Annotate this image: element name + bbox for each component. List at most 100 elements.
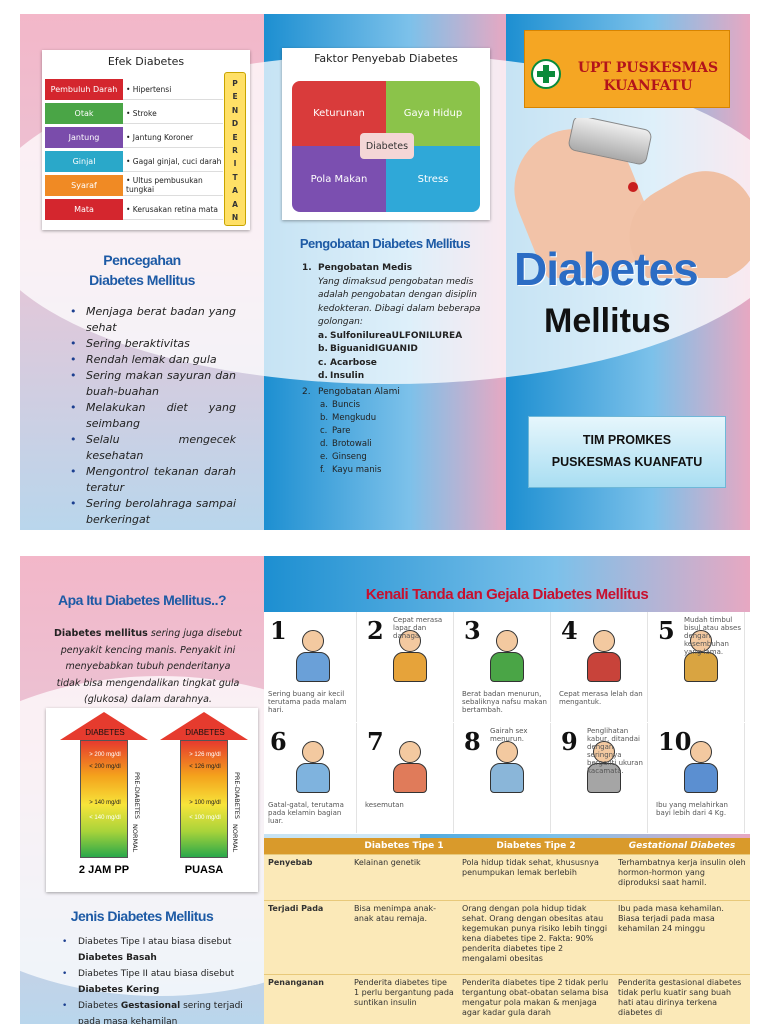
org-line1: UPT PUSKESMAS [577,60,719,76]
medis-title: Pengobatan Medis [318,263,413,273]
arrow-label: 2 JAM PP [78,864,130,876]
gejala-caption: Gatal-gatal, terutama pada kelamin bagia… [268,801,344,825]
gejala-caption: Penglihatan kabur, ditandai dengan serin… [587,727,643,775]
table-header [264,838,350,855]
penderitaan-letter: A [232,199,238,209]
arrow-head-icon [60,712,148,740]
cartoon-figure-icon [288,741,338,797]
jenis-item: Diabetes Tipe I atau biasa disebut Diabe… [60,934,256,966]
arrow-top: > 126 mg/dl [189,752,221,758]
cartoon-figure-icon [288,630,338,686]
penderitaan-letter: E [232,132,238,142]
alami-key: c. [320,426,328,436]
efek-effect: • Kerusakan retina mata [123,199,223,220]
org-header: UPT PUSKESMAS KUANFATU [524,30,730,108]
cartoon-figure-icon [385,741,435,797]
cartoon-figure-icon [676,630,726,686]
faktor-stress: Stress [386,146,480,212]
cartoon-figure-icon [676,741,726,797]
pengobatan-body: 1. Pengobatan Medis Yang dimaksud pengob… [302,262,482,477]
faktor-diagram: Faktor Penyebab Diabetes Keturunan Gaya … [282,48,490,220]
cartoon-figure-icon [482,741,532,797]
gejala-caption: Berat badan menurun, sebaliknya nafsu ma… [462,690,547,714]
gejala-caption: Cepat merasa lelah dan mengantuk. [559,690,643,706]
jenis-list: Diabetes Tipe I atau biasa disebut Diabe… [60,934,256,1024]
apa-text: Diabetes mellitus sering juga disebut pe… [54,626,242,709]
jenis-3-text: Diabetes [78,1001,121,1011]
medis-item: c.Acarbose [318,357,482,371]
jenis-3-bold: Gestasional [120,1001,181,1011]
table-cell: Orang dengan pola hidup tidak sehat. Ora… [458,900,614,975]
efek-effect: • Jantung Koroner [123,127,223,148]
table-cell: Ibu pada masa kehamilan. Biasa terjadi p… [614,900,750,975]
medis-desc: Yang dimaksud pengobatan medis adalah pe… [318,276,481,328]
gejala-number: 5 [658,616,675,645]
pencegahan-title-line2: Diabetes Mellitus [89,272,195,288]
gejala-title: Kenali Tanda dan Gejala Diabetes Mellitu… [365,586,649,603]
penderitaan-letter: E [232,92,238,102]
efek-organ: Ginjal [45,151,123,172]
alami-key: e. [320,452,328,462]
arrow-mid: < 200 mg/dl [89,764,121,770]
efek-title: Efek Diabetes [107,55,185,68]
medis-number: 1. [302,263,312,273]
cover-title-diabetes: Diabetes [514,243,699,295]
efek-effect: • Stroke [123,103,223,124]
pengobatan-title: Pengobatan Diabetes Mellitus [299,236,471,251]
brochure-inside: Apa Itu Diabetes Mellitus..? Diabetes me… [20,556,750,1024]
alami-key: f. [320,465,326,475]
table-cell: Penanganan [264,974,350,1024]
team-box: TIM PROMKES PUSKESMAS KUANFATU [528,416,726,488]
efek-organ: Pembuluh Darah [45,79,123,100]
alami-key: d. [320,439,329,449]
pencegahan-title: Pencegahan Diabetes Mellitus [20,250,264,290]
arrow-side-prediabetes: PRE-DIABETES [133,772,141,820]
glucose-arrow: DIABETES> 126 mg/dl< 126 mg/dl> 100 mg/d… [160,712,252,888]
penderitaan-letter: D [231,119,239,129]
penderitaan-letter: N [231,213,239,223]
table-cell: Penderita gestasional diabetes tidak per… [614,974,750,1024]
arrow-low1: > 100 mg/dl [189,800,221,806]
alami-key: b. [320,413,329,423]
table-cell: Penyebab [264,854,350,901]
pencegahan-item: Selalu mengecek kesehatan [68,432,236,464]
gejala-number: 7 [367,727,384,756]
efek-effect: • Gagal ginjal, cuci darah [123,151,223,172]
arrow-label: PUASA [184,864,224,876]
pencegahan-item: Melakukan diet yang seimbang [68,400,236,432]
jenis-2-bold: Diabetes Kering [78,985,160,995]
alami-value: Ginseng [332,452,367,462]
penderitaan-letter: R [232,146,238,156]
pencegahan-item: Rendah lemak dan gula [68,352,236,368]
pencegahan-item: Mengontrol tekanan darah teratur [68,464,236,496]
arrow-side-prediabetes: PRE-DIABETES [233,772,241,820]
efek-effect: • Hipertensi [123,79,223,100]
faktor-title: Faktor Penyebab Diabetes [314,52,458,65]
alami-number: 2. [302,386,311,397]
jenis-1-text: Diabetes Tipe I atau biasa disebut [78,937,232,947]
jenis-title: Jenis Diabetes Mellitus [70,908,214,924]
pengobatan-medis-heading: 1. Pengobatan Medis [302,262,482,276]
table-cell: Penderita diabetes tipe 1 perlu bergantu… [350,974,458,1024]
alami-item: d.Brotowali [320,438,482,451]
arrow-low1: > 140 mg/dl [89,800,121,806]
gejala-item: 5 Mudah timbul bisul atau abses dengan ke… [652,612,745,722]
pencegahan-item: Menjaga berat badan yang sehat [68,304,236,336]
gejala-caption: Mudah timbul bisul atau abses dengan kes… [684,616,741,656]
gejala-number: 2 [367,616,384,645]
medis-value: Insulin [330,371,365,381]
apa-bold: Diabetes mellitus [54,628,148,639]
org-line2: KUANFATU [603,78,693,94]
medis-key: a. [318,330,328,341]
alami-value: Buncis [332,400,361,410]
medis-item: b.BiguanidIGUANID [318,343,482,357]
